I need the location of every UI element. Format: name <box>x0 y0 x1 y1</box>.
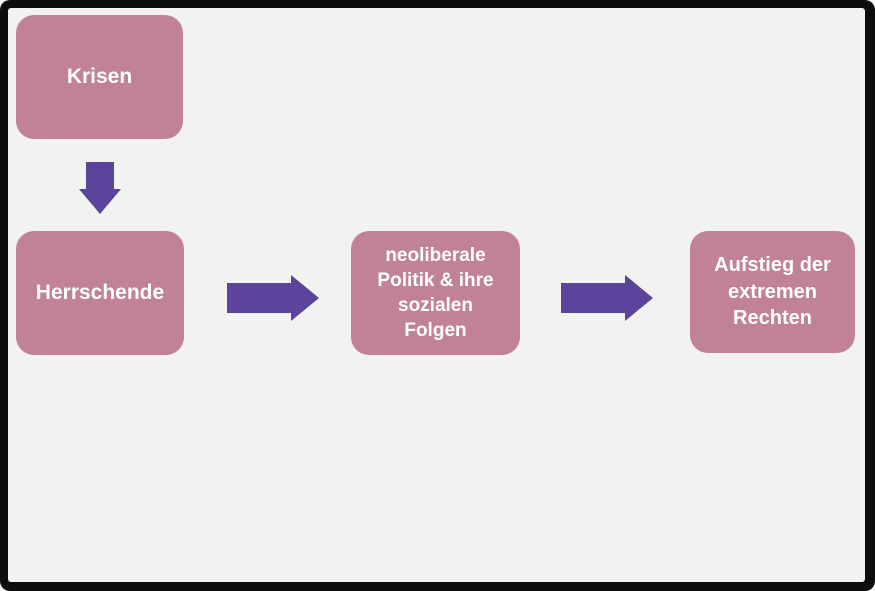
node-herrschende: Herrschende <box>16 231 184 355</box>
arrow-down-icon <box>79 162 121 214</box>
arrow-right-icon <box>561 275 653 321</box>
arrow-right-icon <box>227 275 319 321</box>
diagram-canvas: Krisen Herrschende neoliberale Politik &… <box>8 8 865 582</box>
node-neoliberale: neoliberale Politik & ihre sozialen Folg… <box>351 231 520 355</box>
node-aufstieg: Aufstieg der extremen Rechten <box>690 231 855 353</box>
node-krisen: Krisen <box>16 15 183 139</box>
